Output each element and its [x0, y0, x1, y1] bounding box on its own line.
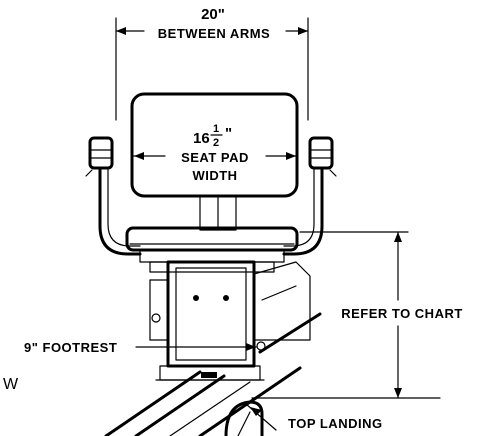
- footrest-label: 9" FOOTREST: [24, 340, 117, 355]
- rail: [104, 312, 322, 436]
- right-armrest: [282, 136, 337, 256]
- top-landing: TOP LANDING: [245, 397, 441, 431]
- seat-pad-value-inch: ": [225, 125, 232, 142]
- left-armrest: [85, 136, 142, 256]
- seat-pad-value-denominator: 2: [213, 137, 219, 149]
- refer-to-chart-dimension: REFER TO CHART: [299, 231, 463, 399]
- top-landing-label: TOP LANDING: [288, 416, 383, 431]
- seat-pad-value-numerator: 1: [213, 123, 219, 135]
- seat-pad-value-whole: 16: [193, 130, 210, 147]
- seat-pad-width-label: WIDTH: [192, 168, 237, 183]
- carriage: [149, 260, 311, 381]
- seat-pad-label: SEAT PAD: [181, 150, 249, 165]
- seat-back: [130, 92, 299, 231]
- between-arms-label: BETWEEN ARMS: [158, 26, 270, 41]
- refer-to-chart-label: REFER TO CHART: [341, 306, 463, 321]
- footrest-dimension: 9" FOOTREST: [24, 340, 257, 355]
- between-arms-value: 20": [201, 6, 225, 23]
- edge-letter: W: [3, 376, 19, 393]
- seat-cushion: [125, 226, 299, 273]
- seat-pad-dimension: 16 1 2 " SEAT PAD WIDTH: [133, 123, 297, 183]
- between-arms-dimension: 20" BETWEEN ARMS: [115, 6, 309, 121]
